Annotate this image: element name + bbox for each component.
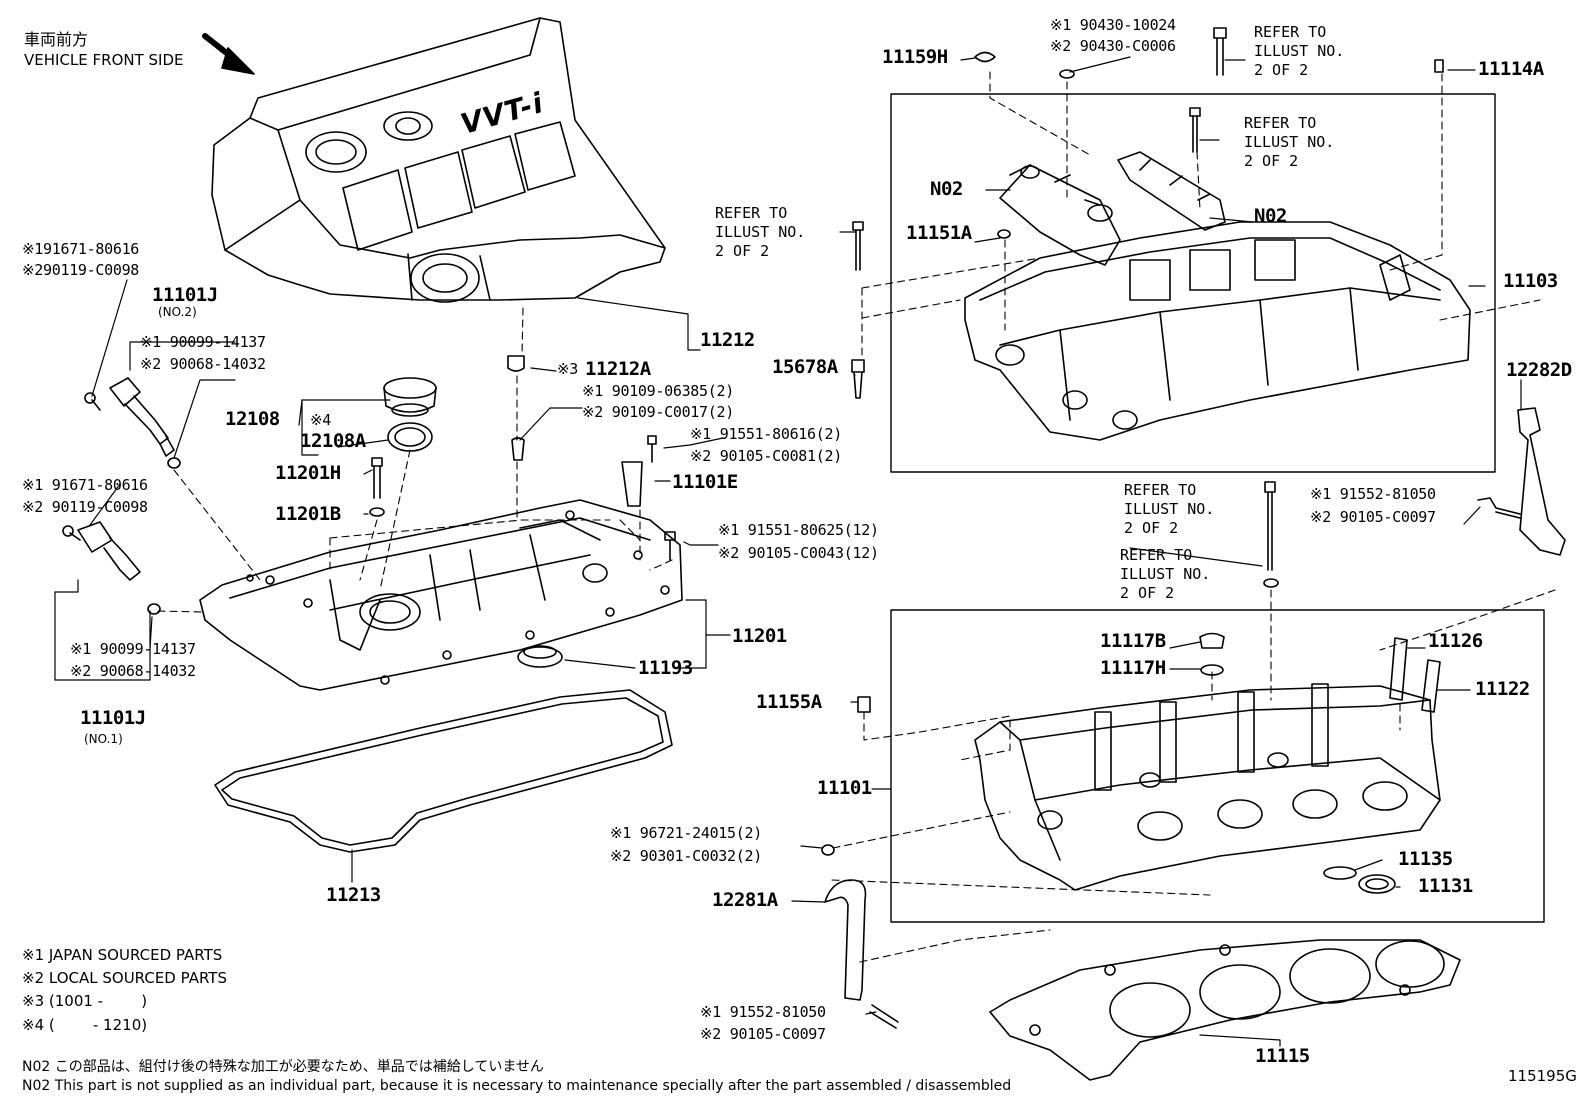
- plug-tube-gasket: [517, 645, 563, 668]
- part-label-11213[interactable]: 11213: [326, 884, 381, 906]
- part-label-N02-left[interactable]: N02: [930, 178, 963, 200]
- legend-note-3: ※3 (1001 - ): [22, 992, 148, 1010]
- part-label-11101E[interactable]: 11101E: [672, 471, 738, 493]
- part-label-11155A[interactable]: 11155A: [756, 691, 822, 713]
- note-N02-en: N02 This part is not supplied as an indi…: [22, 1078, 1012, 1094]
- leader-lines: [54, 56, 1522, 1047]
- part-mark-11212A: ※3: [557, 360, 578, 378]
- refer-note-left: REFER TO ILLUST NO. 2 OF 2: [715, 204, 806, 260]
- cylinder-head-cover: [199, 499, 683, 691]
- camshaft-housing: [964, 221, 1471, 441]
- refer-note-mid: REFER TO ILLUST NO. 2 OF 2: [1244, 114, 1335, 170]
- code-90109-06385: ※1 90109-06385(2): [582, 382, 734, 400]
- code-90099-14137-b: ※1 90099-14137: [70, 640, 196, 658]
- part-label-11159H[interactable]: 11159H: [882, 46, 948, 68]
- refer-note-top: REFER TO ILLUST NO. 2 OF 2: [1254, 23, 1345, 79]
- vehicle-front-label-jp: 車両前方: [24, 30, 89, 49]
- code-91551-80616: ※1 91551-80616(2): [690, 425, 842, 443]
- cylinder-head: [974, 683, 1441, 891]
- part-sub-11101J-no2: (NO.2): [158, 305, 197, 319]
- legend-japan-sourced: ※1 JAPAN SOURCED PARTS: [22, 946, 223, 964]
- part-label-12108A[interactable]: 12108A: [300, 430, 366, 452]
- part-label-11201B[interactable]: 11201B: [275, 503, 341, 525]
- part-label-11212A[interactable]: 11212A: [585, 358, 651, 380]
- assembly-lines: [157, 71, 1556, 963]
- code-90119-C0098-a: ※290119-C0098: [22, 261, 140, 279]
- legend-note-4: ※4 ( - 1210): [22, 1016, 148, 1034]
- code-90099-14137-a: ※1 90099-14137: [140, 333, 266, 351]
- vehicle-front-label-en: VEHICLE FRONT SIDE: [24, 51, 184, 69]
- code-91671-80616-b: ※1 91671-80616: [22, 476, 148, 494]
- front-arrow-icon: [202, 33, 255, 75]
- cylinder-head-box: [890, 609, 1545, 923]
- legend-local-sourced: ※2 LOCAL SOURCED PARTS: [22, 969, 227, 987]
- cover-gasket: [214, 689, 673, 853]
- code-90105-C0097-a: ※2 90105-C0097: [1310, 508, 1436, 526]
- part-label-15678A[interactable]: 15678A: [772, 356, 838, 378]
- part-label-11117B[interactable]: 11117B: [1100, 630, 1166, 652]
- part-label-11212[interactable]: 11212: [700, 329, 755, 351]
- part-label-11193[interactable]: 11193: [638, 657, 693, 679]
- part-label-11126[interactable]: 11126: [1428, 630, 1483, 652]
- code-91552-81050-b: ※1 91552-81050: [700, 1003, 826, 1021]
- code-90430-C0006: ※2 90430-C0006: [1050, 37, 1176, 55]
- note-N02-jp: N02 この部品は、組付け後の特殊な加工が必要なため、単品では補給していません: [22, 1059, 544, 1075]
- part-sub-11101J-no1: (NO.1): [84, 732, 123, 746]
- code-90105-C0081: ※2 90105-C0081(2): [690, 447, 842, 465]
- wire-bracket-lower: [824, 879, 899, 1029]
- code-90068-14032-a: ※2 90068-14032: [140, 355, 266, 373]
- code-91552-81050-a: ※1 91552-81050: [1310, 485, 1436, 503]
- part-label-11115[interactable]: 11115: [1255, 1045, 1310, 1067]
- code-90109-C0017: ※2 90109-C0017(2): [582, 403, 734, 421]
- code-90105-C0043: ※2 90105-C0043(12): [718, 544, 879, 562]
- code-91671-80616-a: ※191671-80616: [22, 240, 140, 258]
- part-label-11114A[interactable]: 11114A: [1478, 58, 1544, 80]
- code-90105-C0097-b: ※2 90105-C0097: [700, 1025, 826, 1043]
- part-label-12281A[interactable]: 12281A: [712, 889, 778, 911]
- part-label-N02-right[interactable]: N02: [1254, 205, 1287, 227]
- oil-filler-cap: [383, 377, 437, 452]
- illustration-code: 115195G: [1508, 1067, 1577, 1085]
- part-label-11201H[interactable]: 11201H: [275, 462, 341, 484]
- wire-bracket-upper: [1477, 407, 1566, 556]
- refer-note-head-2: REFER TO ILLUST NO. 2 OF 2: [1120, 546, 1211, 602]
- part-label-12108[interactable]: 12108: [225, 408, 280, 430]
- code-90068-14032-b: ※2 90068-14032: [70, 662, 196, 680]
- part-label-11135[interactable]: 11135: [1398, 848, 1453, 870]
- part-label-11103[interactable]: 11103: [1503, 270, 1558, 292]
- oil-control-valve-no2: [84, 377, 181, 469]
- code-90430-10024: ※1 90430-10024: [1050, 16, 1176, 34]
- camshaft-bearing-caps: [999, 151, 1226, 266]
- part-label-11151A[interactable]: 11151A: [906, 222, 972, 244]
- part-label-11117H[interactable]: 11117H: [1100, 657, 1166, 679]
- part-label-11131[interactable]: 11131: [1418, 875, 1473, 897]
- code-90301-C0032: ※2 90301-C0032(2): [610, 847, 762, 865]
- part-label-11101J-no2[interactable]: 11101J: [152, 284, 218, 306]
- engine-cover: [211, 17, 666, 303]
- part-mark-12108: ※4: [310, 411, 331, 429]
- fasteners-left: [369, 355, 676, 561]
- fasteners-top-right: [851, 27, 1444, 399]
- part-label-11201[interactable]: 11201: [732, 625, 787, 647]
- part-label-11101J-no1[interactable]: 11101J: [80, 707, 146, 729]
- part-label-12282D[interactable]: 12282D: [1506, 359, 1572, 381]
- oil-control-valve-no1: [62, 521, 161, 615]
- refer-note-head-1: REFER TO ILLUST NO. 2 OF 2: [1124, 481, 1215, 537]
- part-label-11122[interactable]: 11122: [1475, 678, 1530, 700]
- code-91551-80625: ※1 91551-80625(12): [718, 521, 879, 539]
- head-gasket: [989, 939, 1461, 1081]
- code-90119-C0098-b: ※2 90119-C0098: [22, 498, 148, 516]
- code-96721-24015: ※1 96721-24015(2): [610, 824, 762, 842]
- part-label-11101[interactable]: 11101: [817, 777, 872, 799]
